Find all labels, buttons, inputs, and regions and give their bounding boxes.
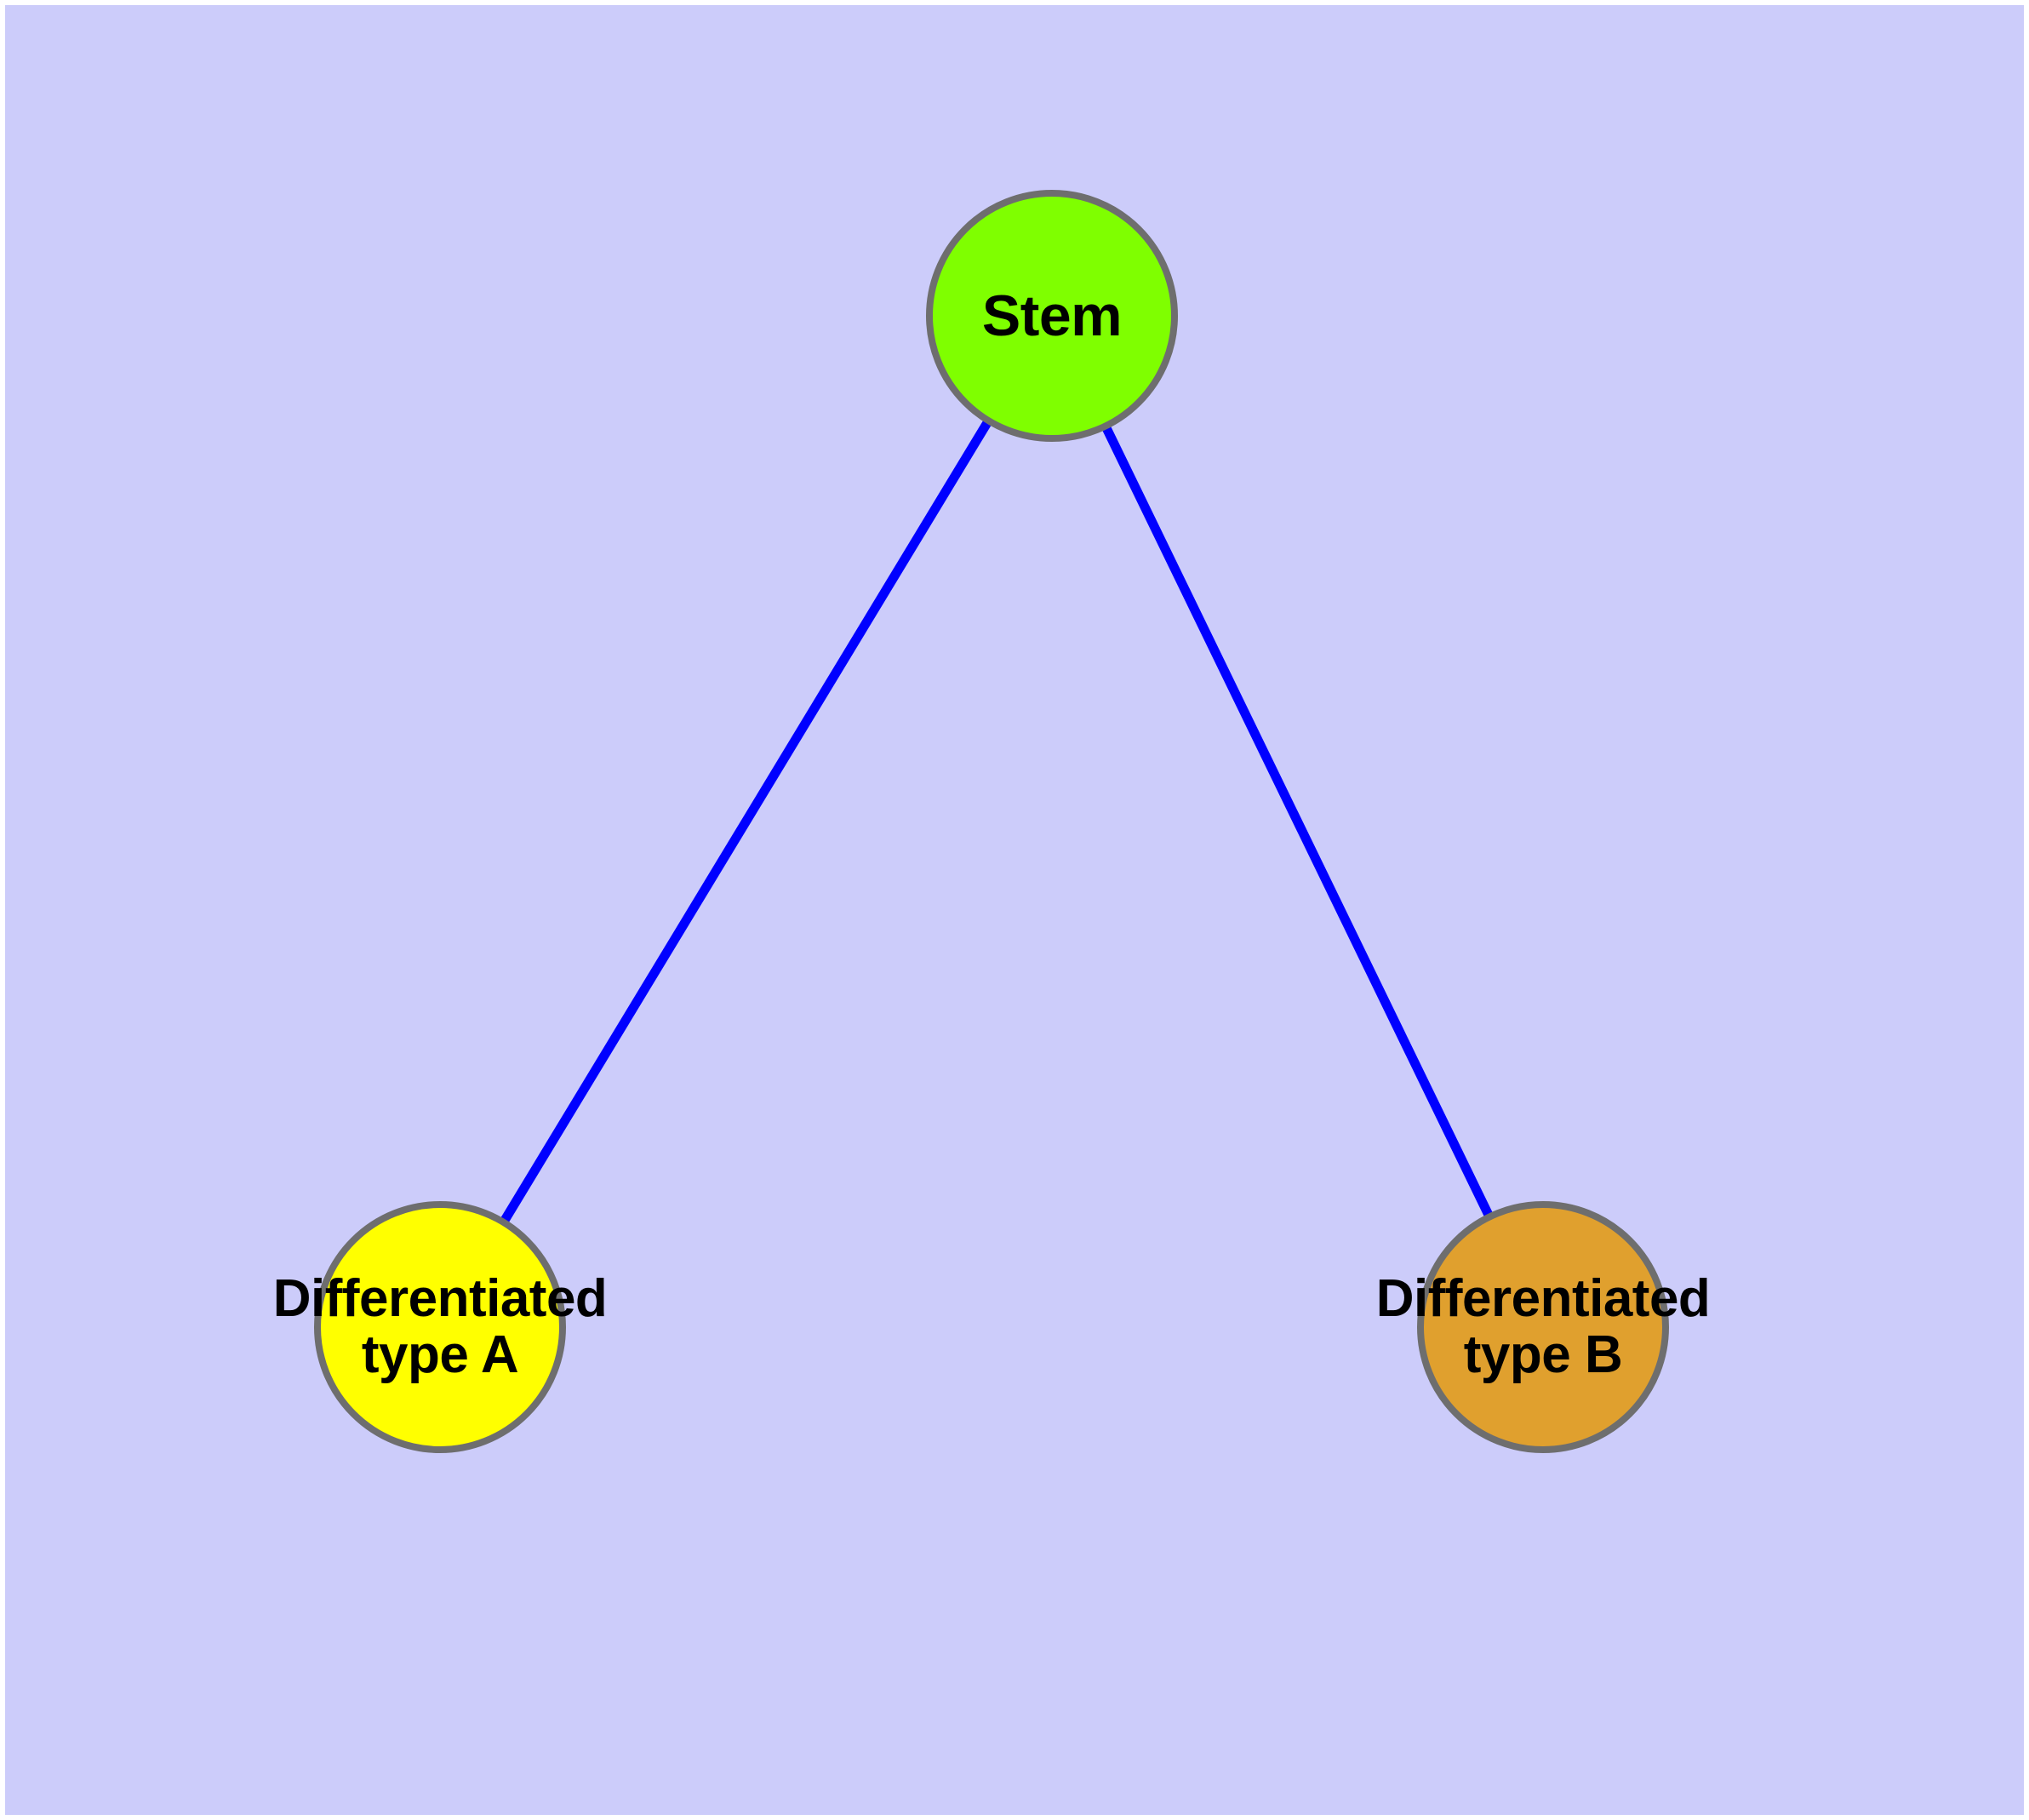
node-differentiated-type-a-label-line1: Differentiated — [272, 1269, 608, 1329]
node-differentiated-type-a-label-line2: type A — [361, 1325, 519, 1384]
node-differentiated-type-b-label-line1: Differentiated — [1375, 1269, 1711, 1329]
node-stem-label: Stem — [981, 283, 1123, 348]
node-differentiated-type-a[interactable] — [314, 1201, 566, 1453]
node-differentiated-type-b[interactable] — [1417, 1201, 1669, 1453]
node-stem[interactable] — [926, 190, 1178, 442]
node-differentiated-type-b-label-line2: type B — [1463, 1325, 1623, 1384]
